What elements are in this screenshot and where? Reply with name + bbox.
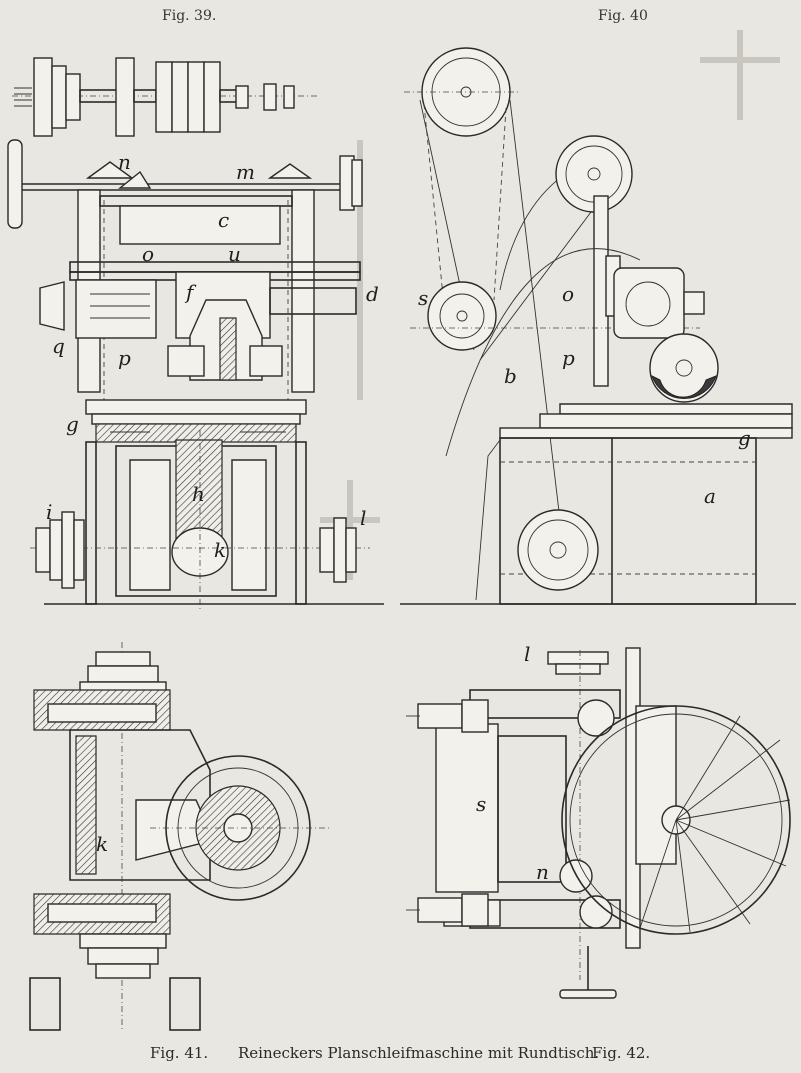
fig39-letter-o: o xyxy=(142,242,155,266)
fig40-letter-o: o xyxy=(562,282,575,306)
fig39-letter-h: h xyxy=(192,482,205,506)
fig40-letter-p: p xyxy=(562,346,575,370)
fig39-letter-p: p xyxy=(118,346,131,370)
fig-40-label: Fig. 40 xyxy=(598,8,648,24)
fig-41-label: Fig. 41. xyxy=(150,1044,209,1062)
fig-39-label: Fig. 39. xyxy=(162,8,217,24)
fig-42-drawing xyxy=(406,647,791,999)
fig42-letter-s: s xyxy=(476,792,487,816)
caption-title: Reineckers Planschleifmaschine mit Rundt… xyxy=(238,1044,600,1062)
fig-42-label: Fig. 42. xyxy=(592,1044,651,1062)
fig-41-drawing xyxy=(29,642,330,1031)
fig39-letter-k: k xyxy=(214,538,227,562)
fig39-letter-q: q xyxy=(52,334,65,358)
fig39-letter-m: m xyxy=(236,160,255,184)
fig41-letter-k: k xyxy=(96,832,109,856)
fig40-letter-s: s xyxy=(418,286,429,310)
fig39-letter-d: d xyxy=(366,282,379,306)
fig39-letter-c: c xyxy=(218,208,230,232)
fig40-letter-b: b xyxy=(504,364,517,388)
fig40-letter-a: a xyxy=(704,484,716,508)
fig39-letter-f: f xyxy=(186,280,194,304)
fig39-letter-i: i xyxy=(46,500,53,524)
fig-40-drawing xyxy=(400,47,796,605)
fig39-letter-n: n xyxy=(118,150,131,174)
fig40-letter-g: g xyxy=(738,426,751,450)
fig39-letter-u: u xyxy=(228,242,241,266)
fig42-letter-l: l xyxy=(524,642,531,666)
fig42-letter-n: n xyxy=(536,860,549,884)
fig-39-drawing xyxy=(7,57,384,610)
fig39-letter-g: g xyxy=(66,412,79,436)
fig39-letter-l: l xyxy=(360,506,367,530)
